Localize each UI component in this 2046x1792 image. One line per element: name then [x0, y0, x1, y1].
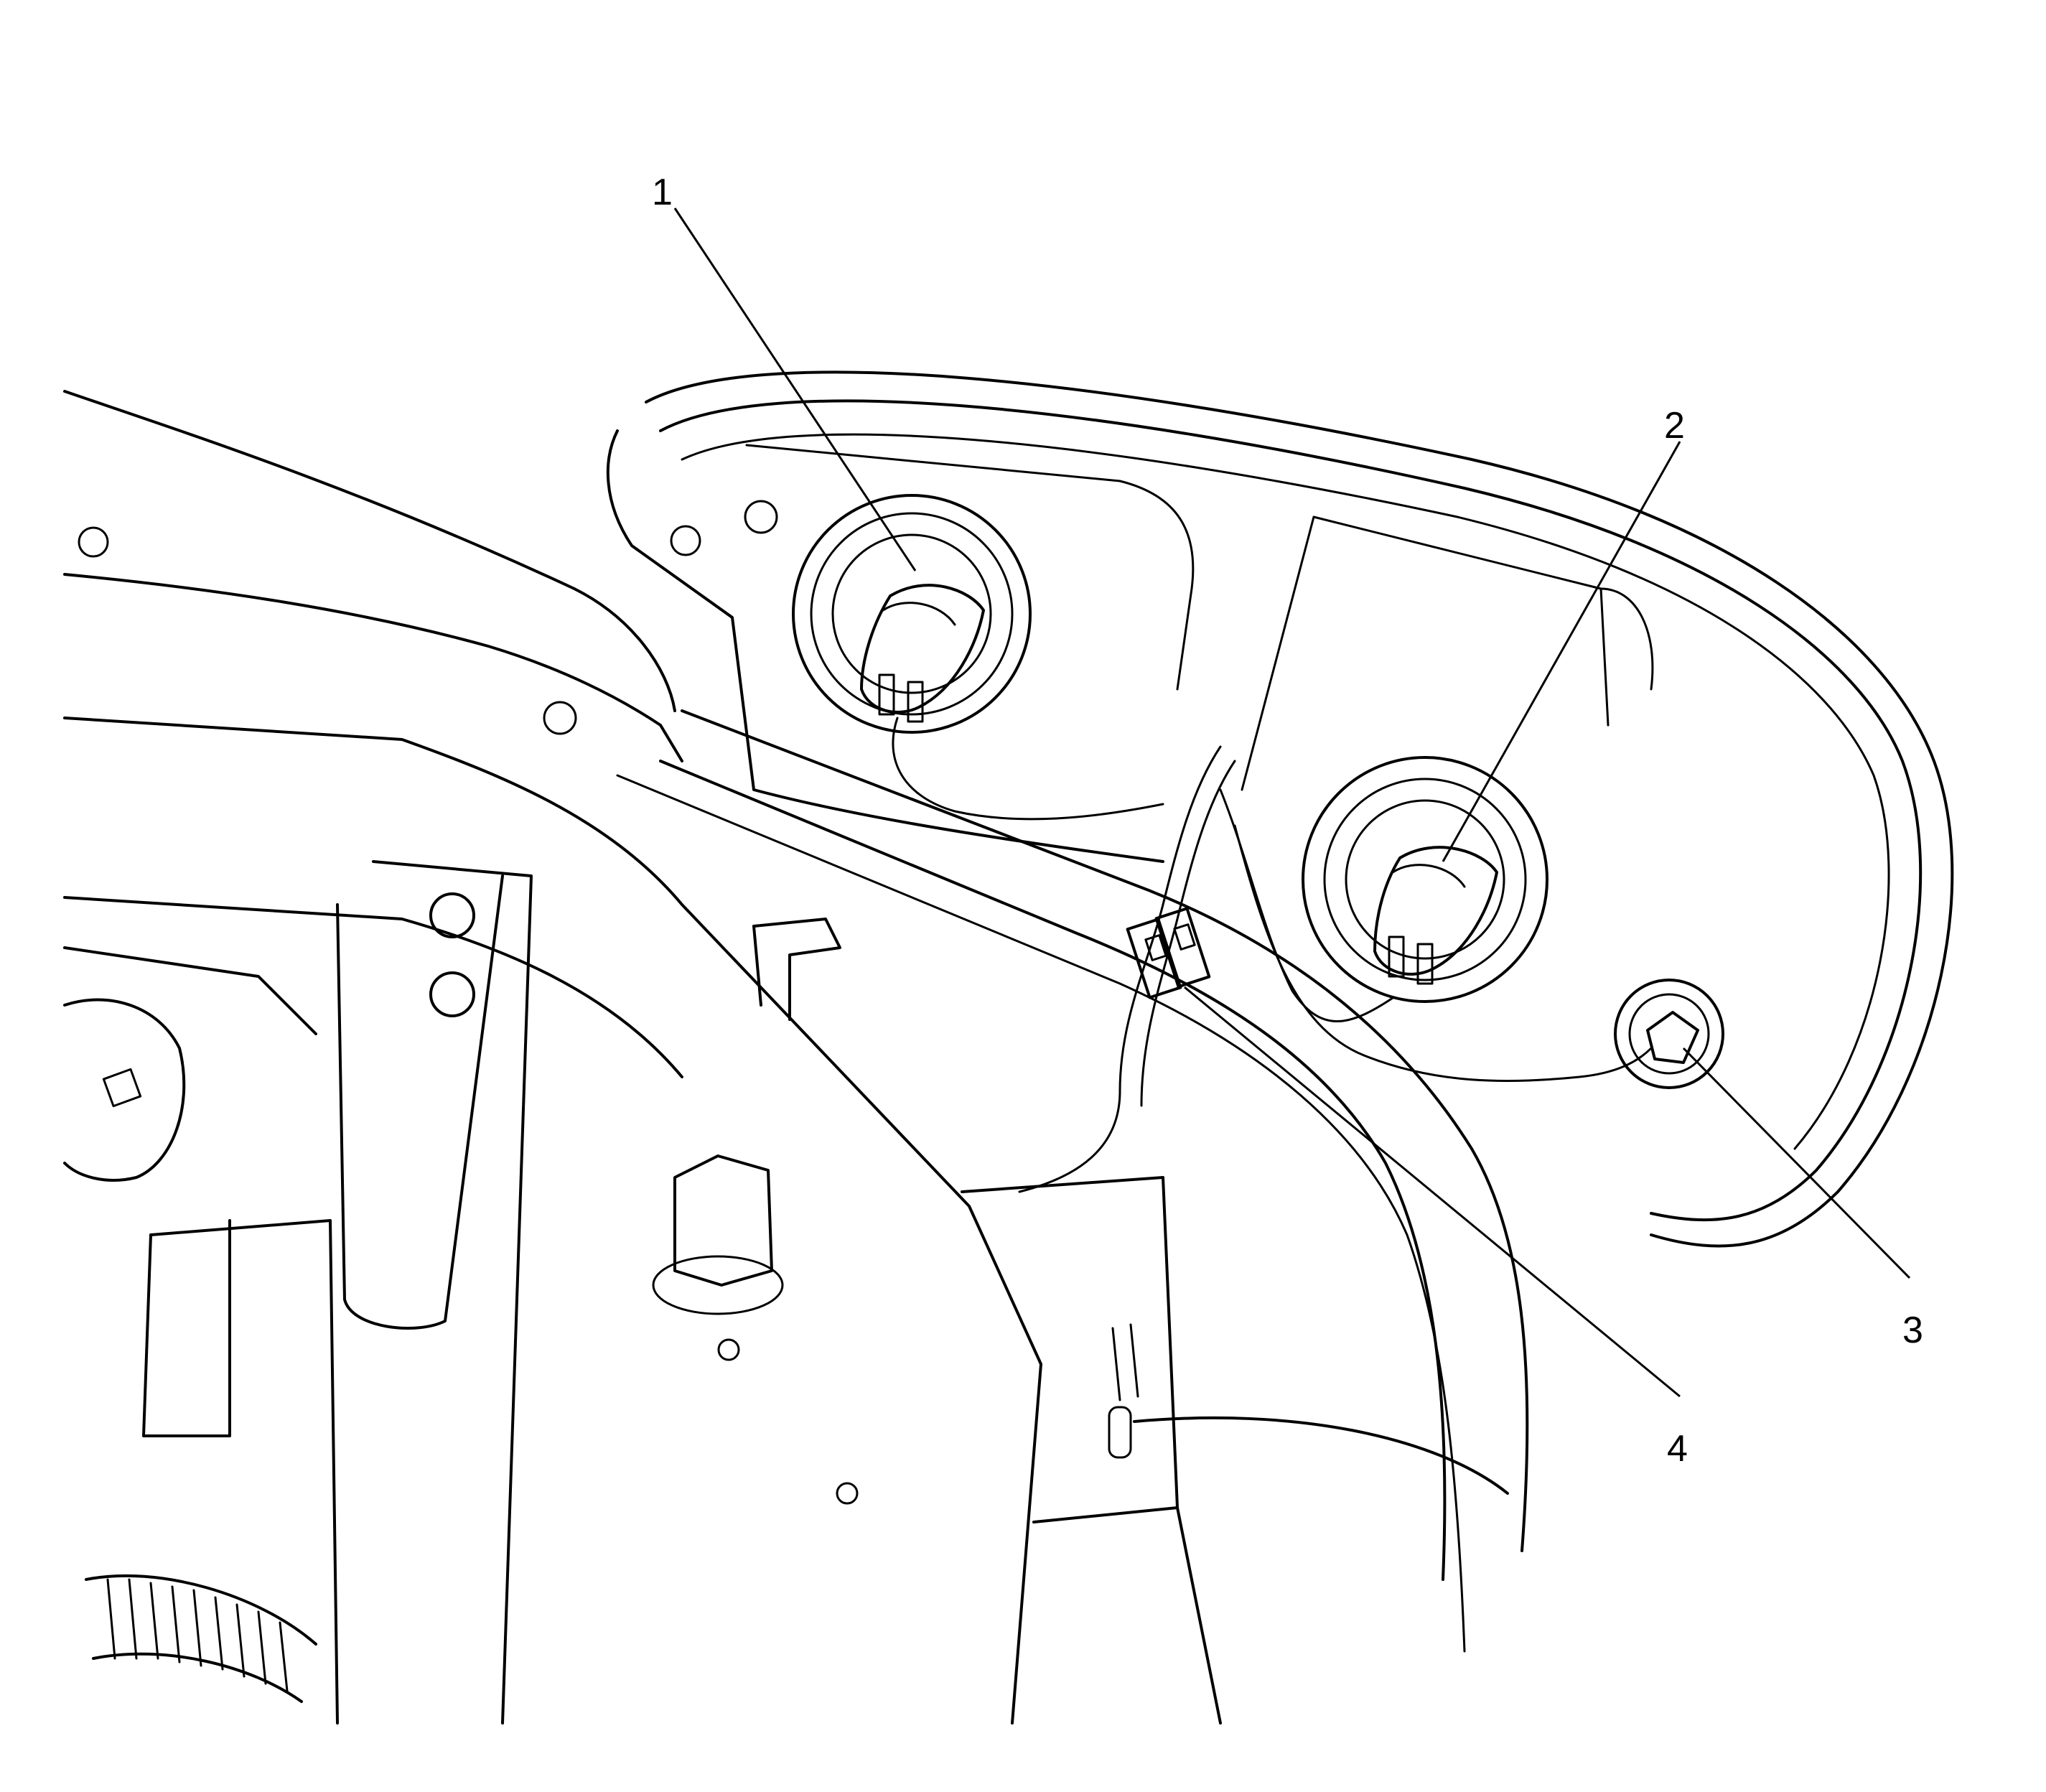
- upper-left-bulb-socket: [792, 494, 1032, 734]
- callout-labels: 1 2 3 4: [652, 172, 1923, 1470]
- bolt-5: [429, 892, 475, 938]
- leader-3: [1682, 1047, 1911, 1279]
- wheel-hub-area: [63, 998, 186, 1182]
- leader-2: [1442, 441, 1681, 862]
- leader-4: [1184, 986, 1681, 1398]
- callout-3: 3: [1902, 1310, 1923, 1351]
- corrugated-conduit: [85, 1574, 317, 1703]
- hex-post: [652, 1154, 784, 1315]
- small-bulb-socket: [1614, 979, 1724, 1089]
- lamp-housing: [606, 370, 1954, 1248]
- hole-2: [836, 1482, 859, 1505]
- vehicle-body-structure: [63, 390, 1529, 1725]
- callout-2: 2: [1664, 405, 1685, 447]
- mounting-bracket: [142, 860, 533, 1725]
- callout-4: 4: [1667, 1428, 1688, 1470]
- callout-leaders: [673, 207, 1911, 1398]
- leader-1: [673, 207, 917, 571]
- bolt-group: [78, 500, 859, 1505]
- callout-1: 1: [652, 172, 673, 213]
- lower-trim-panel: [752, 918, 1222, 1725]
- hole-1: [717, 1338, 740, 1361]
- bolt-1: [78, 526, 109, 558]
- bolt-3: [670, 525, 701, 556]
- bolt-4: [744, 500, 778, 534]
- bolt-6: [429, 971, 475, 1017]
- bolt-2: [543, 701, 577, 735]
- wiring-harness: [892, 717, 1653, 1193]
- middle-bulb-socket: [1302, 756, 1548, 1003]
- wiring-connector: [1126, 907, 1211, 999]
